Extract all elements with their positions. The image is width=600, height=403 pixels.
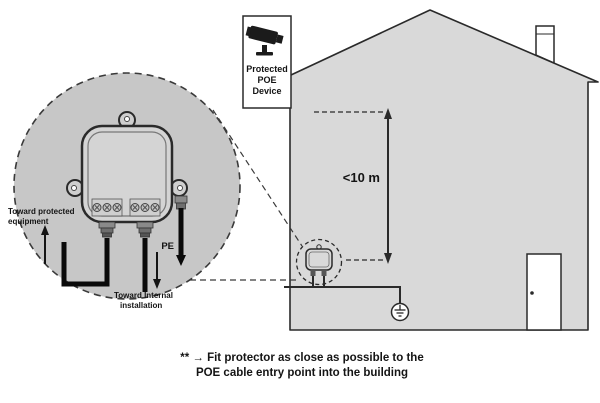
footnote-line-2: POE cable entry point into the building <box>196 367 408 379</box>
cable-gland-left <box>98 221 116 238</box>
protected-poe-device-box: Protected POE Device <box>242 15 292 109</box>
cable-to-protected-equipment <box>61 238 110 287</box>
terminal-block-right <box>129 198 161 217</box>
dim-arrow-up <box>384 108 392 119</box>
dimension-10m: <10 m <box>314 108 392 264</box>
mount-hole-left <box>71 185 77 191</box>
device-box-label-3: Device <box>252 86 281 96</box>
device-box-label-2: POE <box>257 75 276 85</box>
protector-gland-small-2 <box>321 270 327 276</box>
footnote-line-1: ** → Fit protector as close as possible … <box>180 352 423 364</box>
enclosure-lid <box>87 131 167 217</box>
cable-gland-pe <box>174 195 188 210</box>
zoom-connector-top <box>212 109 303 247</box>
protector-body-small <box>305 248 333 271</box>
mount-hole-top <box>124 116 130 122</box>
enclosure-body <box>80 124 174 224</box>
protector-highlight-circle <box>295 238 343 286</box>
arrow-down-head <box>153 279 161 289</box>
toward-internal-label-2: installation <box>120 301 162 310</box>
device-box-label-1: Protected <box>246 64 288 74</box>
door-knob <box>530 291 534 295</box>
magnified-detail-circle: Toward protected equipment Toward Intern… <box>8 72 241 310</box>
toward-protected-label-2: equipment <box>8 217 49 226</box>
surge-protector-on-wall <box>295 238 343 286</box>
cable-pe-arrowhead <box>176 255 186 266</box>
cctv-camera-icon <box>245 25 284 56</box>
toward-internal-label-1: Toward Internal <box>114 291 173 300</box>
entry-cable-run <box>284 286 401 303</box>
toward-protected-label-1: Toward protected <box>8 207 75 216</box>
distance-label: <10 m <box>343 170 380 185</box>
dim-arrow-down <box>384 253 392 264</box>
terminal-block-left <box>91 198 123 217</box>
earth-ground-icon <box>390 302 410 322</box>
pe-label: PE <box>161 241 174 252</box>
cable-gland-right <box>136 221 154 238</box>
protector-zoom-view: Toward protected equipment Toward Intern… <box>8 111 188 310</box>
protector-gland-small-1 <box>310 270 316 276</box>
footnote: ** → Fit protector as close as possible … <box>180 352 423 379</box>
arrow-up-head <box>41 225 49 235</box>
building-wiring <box>284 275 410 322</box>
protector-lid-small <box>308 251 330 268</box>
mount-hole-right <box>177 185 183 191</box>
